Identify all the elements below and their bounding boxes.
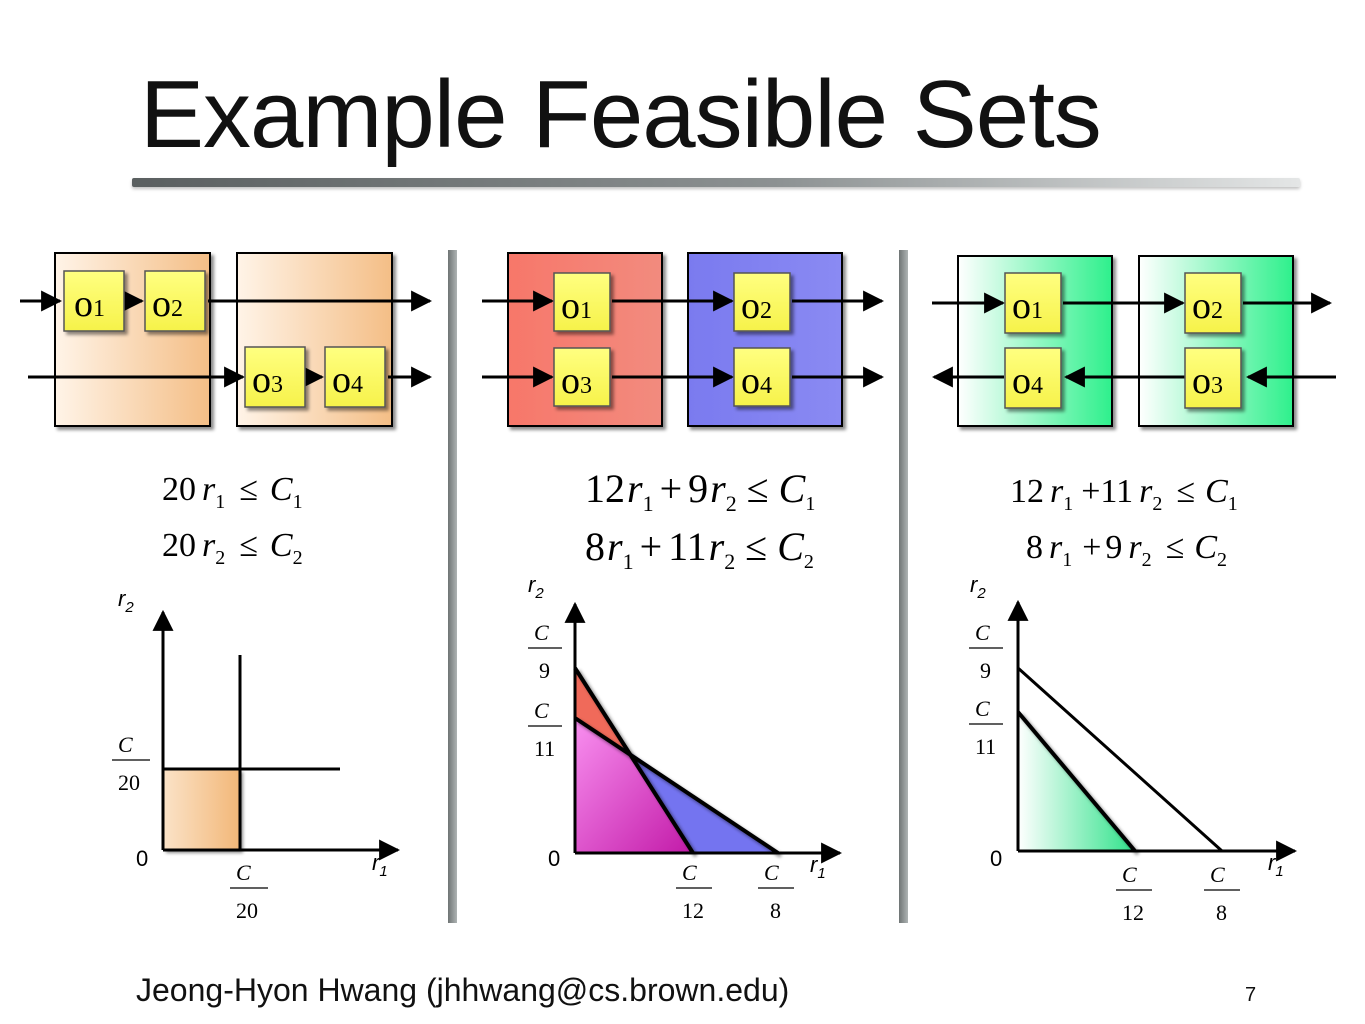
svg-text:o4: o4 <box>332 359 363 401</box>
x-intercept-label-3a: C1 12 <box>1116 862 1152 925</box>
svg-text:o2: o2 <box>741 285 772 327</box>
x-axis-label-2: r1 <box>810 852 826 882</box>
svg-text:C: C <box>975 696 990 721</box>
x-intercept-label-3b: C2 8 <box>1204 862 1240 925</box>
svg-text:o3: o3 <box>252 359 283 401</box>
operator-o3: o3 <box>244 346 306 408</box>
y-axis-label-2: r2 <box>528 572 544 602</box>
y-intercept-label-2b: C2 11 <box>528 698 562 761</box>
svg-text:11: 11 <box>534 736 555 761</box>
svg-text:o2: o2 <box>1192 285 1223 327</box>
operator-o2: o2 <box>733 272 791 332</box>
panel-divider-2 <box>899 250 908 923</box>
svg-text:20: 20 <box>118 770 140 795</box>
operator-o2: o2 <box>144 270 206 332</box>
svg-text:C: C <box>764 860 779 885</box>
svg-text:C: C <box>534 620 549 645</box>
svg-text:C: C <box>1210 862 1225 887</box>
svg-text:C: C <box>236 860 251 885</box>
y-intercept-label-3a: C2 9 <box>969 620 1003 683</box>
page-number: 7 <box>1245 984 1257 1006</box>
constraint-line-c2 <box>1016 666 1224 853</box>
svg-text:C: C <box>1122 862 1137 887</box>
title-underline <box>132 178 1300 187</box>
y-intercept-label-2a: C1 9 <box>528 620 562 683</box>
svg-text:C: C <box>682 860 697 885</box>
svg-text:20: 20 <box>236 898 258 923</box>
svg-text:o4: o4 <box>1012 360 1043 402</box>
constraint-line-c1 <box>573 666 695 855</box>
svg-text:o1: o1 <box>561 285 592 327</box>
svg-text:C: C <box>534 698 549 723</box>
x-axis-label-3: r1 <box>1268 850 1284 880</box>
origin-label-2: 0 <box>548 846 560 871</box>
x-intercept-label-2b: C2 8 <box>758 860 794 923</box>
constraint-2: 8r1+11r2≤C2 <box>585 524 814 574</box>
y-intercept-label-3b: C1 11 <box>969 696 1003 759</box>
operator-o4: o4 <box>733 347 791 407</box>
constraint-1: 12r1+9r2≤C1 <box>585 466 815 516</box>
operator-o4: o4 <box>324 346 386 408</box>
svg-text:o4: o4 <box>741 360 772 402</box>
y-axis-label-1: r2 <box>118 586 134 616</box>
svg-text:C: C <box>975 620 990 645</box>
svg-text:o1: o1 <box>1012 285 1043 327</box>
y-axis-label-3: r2 <box>970 572 986 602</box>
feasible-region-1 <box>163 769 240 850</box>
svg-text:o1: o1 <box>74 283 105 325</box>
svg-text:12: 12 <box>1122 900 1144 925</box>
svg-text:o2: o2 <box>152 283 183 325</box>
y-intercept-label-1: C2 20 <box>112 732 150 795</box>
x-intercept-label-1: C1 20 <box>230 860 268 923</box>
panel-divider-1 <box>448 250 457 923</box>
svg-text:12: 12 <box>682 898 704 923</box>
svg-text:9: 9 <box>539 658 550 683</box>
feasible-region-2 <box>575 718 693 853</box>
constraint-line-c2 <box>573 716 780 855</box>
svg-text:C: C <box>118 732 133 757</box>
x-axis-label-1: r1 <box>372 850 388 880</box>
svg-text:11: 11 <box>975 734 996 759</box>
footer-author: Jeong-Hyon Hwang (jhhwang@cs.brown.edu) <box>136 972 790 1008</box>
operator-o1: o1 <box>1004 272 1062 334</box>
svg-text:o3: o3 <box>1192 360 1223 402</box>
operator-o2: o2 <box>1184 272 1242 334</box>
constraint-line-c1 <box>1016 710 1137 853</box>
operator-o4: o4 <box>1004 347 1062 409</box>
svg-text:8: 8 <box>770 898 781 923</box>
operator-o3: o3 <box>553 347 611 407</box>
x-intercept-label-2a: C1 12 <box>676 860 712 923</box>
operator-o1: o1 <box>63 270 125 332</box>
origin-label-1: 0 <box>136 846 148 871</box>
svg-text:8: 8 <box>1216 900 1227 925</box>
origin-label-3: 0 <box>990 846 1002 871</box>
panel-2: o1 o3 o2 o4 12r1+9r2≤C1 8r1+11r2≤C2 r2 r… <box>482 252 885 923</box>
operator-o3: o3 <box>1184 347 1242 409</box>
svg-text:9: 9 <box>980 658 991 683</box>
operator-o1: o1 <box>553 272 611 332</box>
slide-title: Example Feasible Sets <box>140 61 1102 168</box>
svg-text:o3: o3 <box>561 360 592 402</box>
